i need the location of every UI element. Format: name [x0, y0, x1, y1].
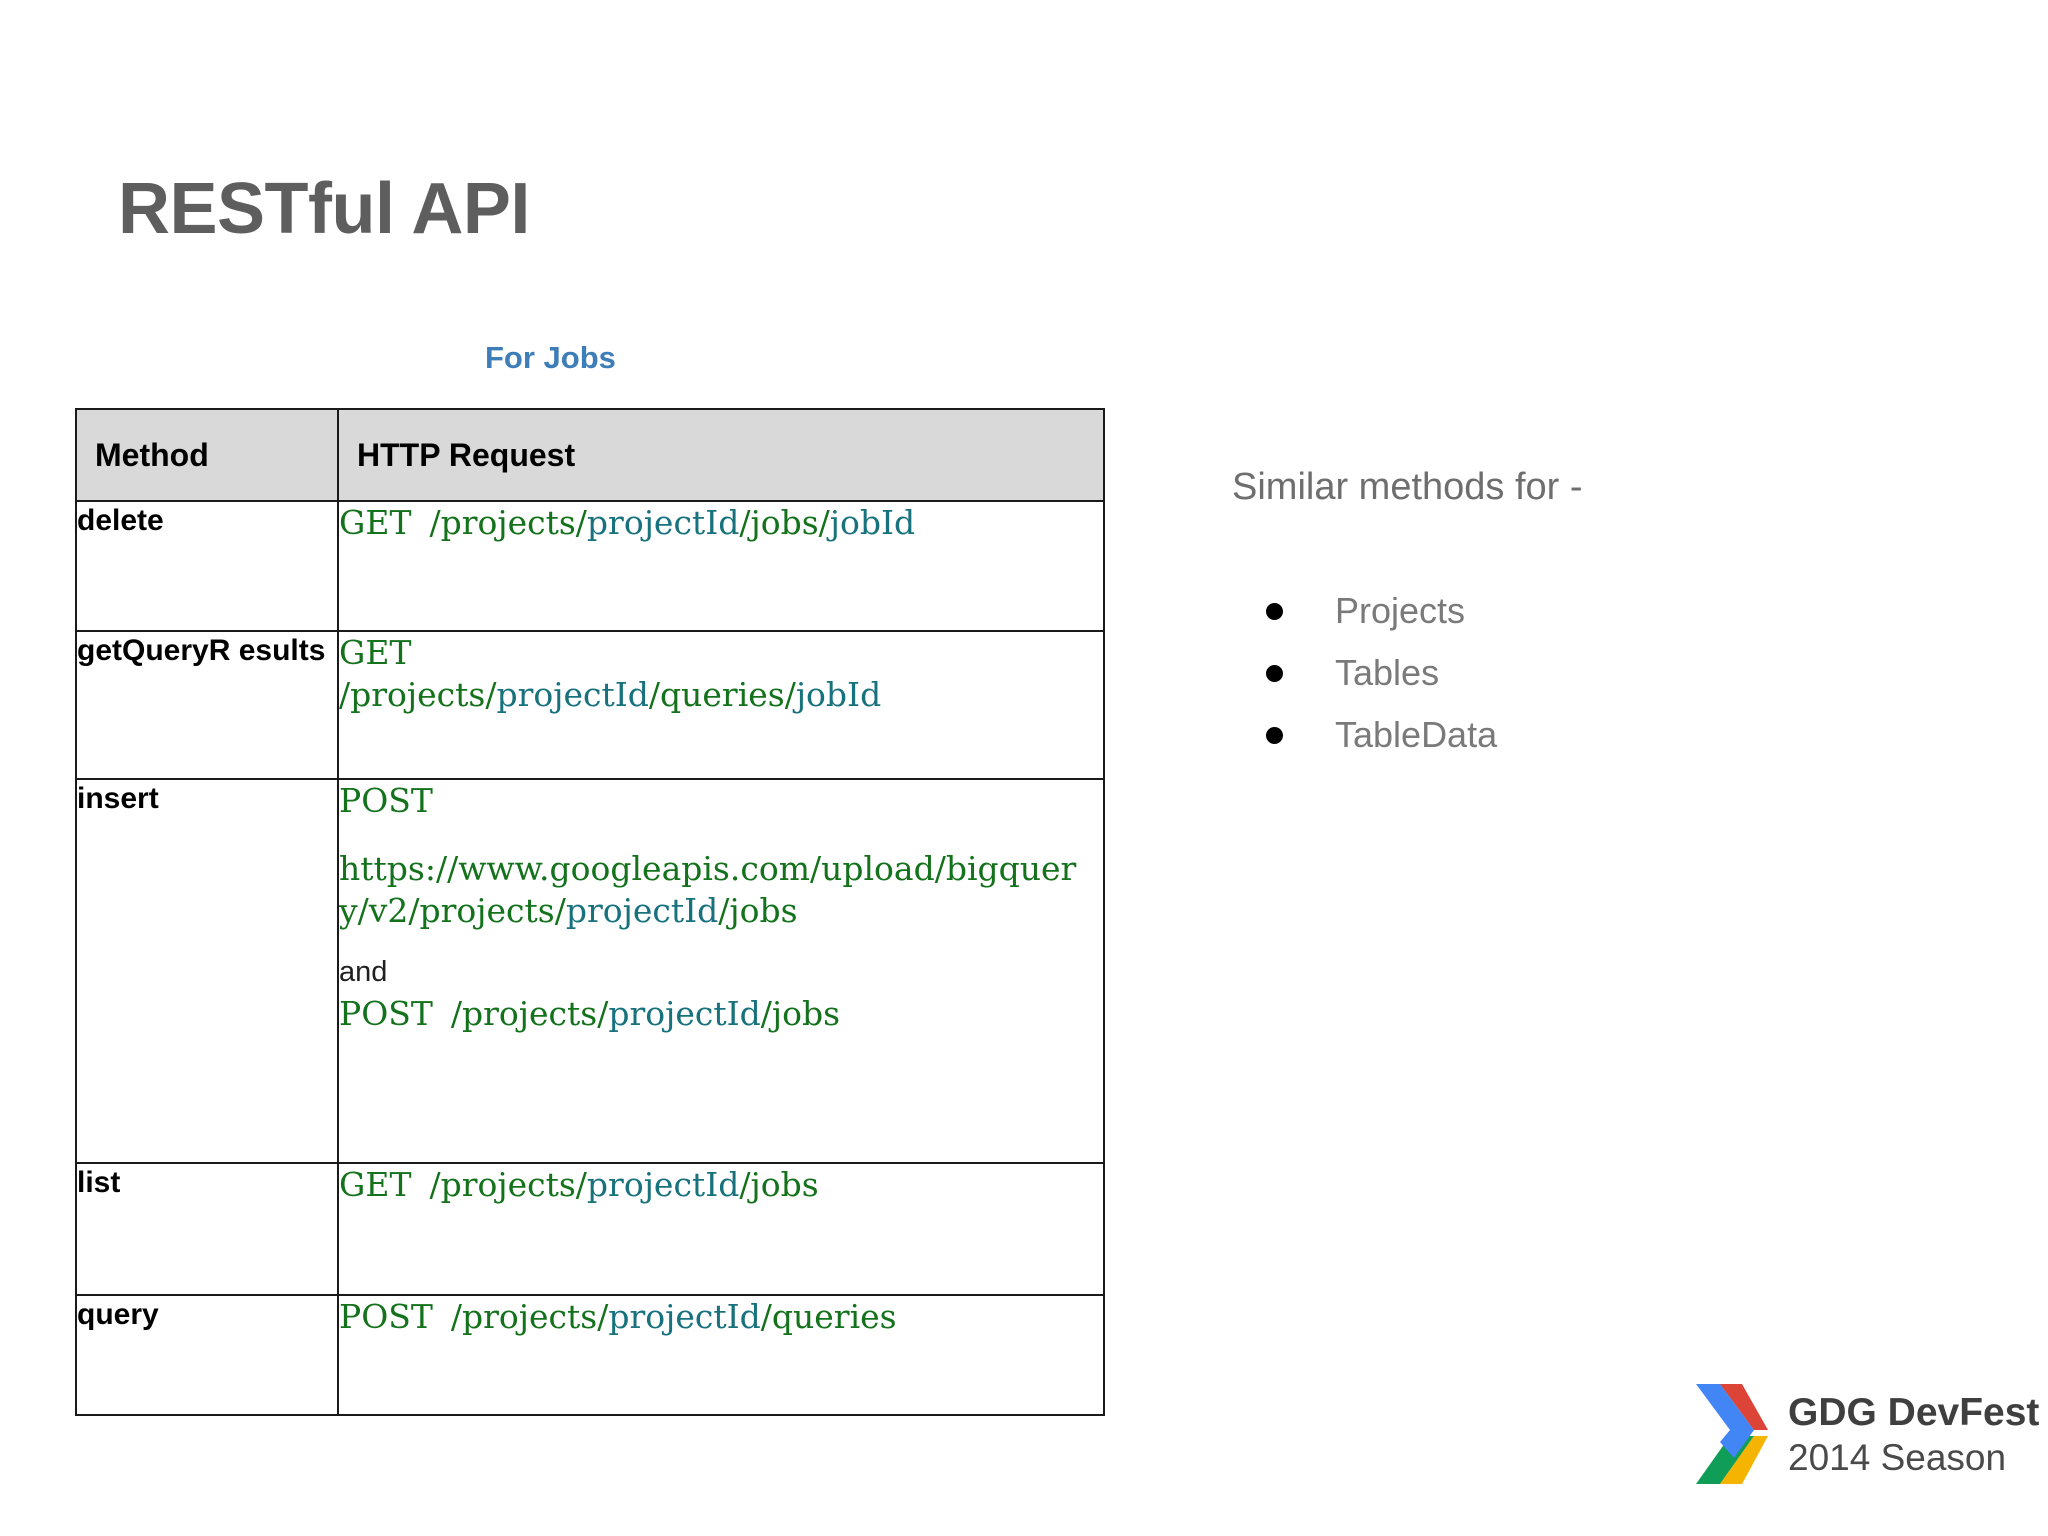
http-alt-request-line: POST/projects/projectId/jobs	[339, 993, 1103, 1035]
similar-methods-list: Projects Tables TableData	[1232, 580, 1497, 766]
list-item-label: Tables	[1335, 652, 1440, 693]
path-parameter: projectId	[586, 503, 740, 542]
http-verb-line: GET	[339, 632, 1103, 674]
method-name-cell: insert	[75, 778, 339, 1164]
path-segment: /projects/	[339, 675, 497, 715]
http-request-cell: GET/projects/projectId/jobs/jobId	[337, 500, 1105, 632]
bullet-icon	[1266, 726, 1283, 744]
method-name-cell: getQueryR esults	[75, 630, 339, 780]
path-segment: /jobs	[739, 1165, 819, 1204]
column-header-method: Method	[75, 408, 339, 502]
http-verb: GET	[339, 503, 412, 542]
bullet-icon	[1266, 602, 1283, 620]
http-request-cell: GET/projects/projectId/jobs	[337, 1162, 1105, 1296]
url-segment: /jobs	[718, 891, 798, 931]
method-name-cell: list	[75, 1162, 339, 1296]
path-parameter: projectId	[586, 1165, 740, 1204]
list-item: TableData	[1232, 704, 1497, 766]
gdg-devfest-logo: GDG DevFest 2014 Season	[1694, 1378, 2039, 1490]
column-header-method-label: Method	[95, 436, 209, 473]
path-segment: /projects/	[450, 1297, 609, 1336]
http-verb: GET	[339, 1165, 412, 1204]
path-segment: /projects/	[429, 1165, 587, 1204]
path-parameter: projectId	[608, 993, 761, 1033]
http-verb: POST	[339, 993, 433, 1033]
url-parameter: projectId	[565, 891, 719, 931]
http-verb: POST	[339, 781, 433, 820]
path-segment: /jobs	[760, 993, 841, 1033]
list-item-label: Projects	[1335, 590, 1466, 631]
column-header-http-request: HTTP Request	[337, 408, 1105, 502]
http-path-line: /projects/projectId/queries/jobId	[339, 674, 1103, 716]
table-row: query POST/projects/projectId/queries	[75, 1294, 1105, 1416]
path-segment: /queries	[760, 1297, 897, 1336]
table-row: list GET/projects/projectId/jobs	[75, 1162, 1105, 1296]
http-verb: POST	[339, 1297, 433, 1336]
path-parameter: jobId	[795, 675, 882, 715]
path-segment: /projects/	[450, 993, 609, 1033]
http-request-cell: POST/projects/projectId/queries	[337, 1294, 1105, 1416]
path-segment: /projects/	[429, 503, 587, 542]
path-segment: /jobs/	[739, 503, 830, 542]
method-name-cell: delete	[75, 500, 339, 632]
http-request-cell: GET /projects/projectId/queries/jobId	[337, 630, 1105, 780]
path-segment: /queries/	[648, 675, 796, 715]
url-segment: https://www.googleapis.com/upload/bigque…	[339, 849, 1077, 931]
conjunction-label: and	[339, 955, 388, 988]
logo-subtitle: 2014 Season	[1788, 1436, 2007, 1478]
logo-title: GDG DevFest	[1788, 1390, 2040, 1434]
list-item: Tables	[1232, 642, 1497, 704]
table-row: delete GET/projects/projectId/jobs/jobId	[75, 500, 1105, 632]
method-name-cell: query	[75, 1294, 339, 1416]
table-caption: For Jobs	[485, 340, 616, 375]
table-row: getQueryR esults GET /projects/projectId…	[75, 630, 1105, 780]
table-header-row: Method HTTP Request	[75, 408, 1105, 502]
http-verb: GET	[339, 633, 412, 672]
page-title: RESTful API	[118, 169, 530, 249]
logo-text-block: GDG DevFest 2014 Season	[1788, 1393, 2039, 1476]
path-parameter: jobId	[829, 503, 916, 542]
list-item: Projects	[1232, 580, 1497, 642]
gdg-chevron-icon	[1696, 1384, 1768, 1484]
path-parameter: projectId	[608, 1297, 761, 1336]
bullet-icon	[1266, 664, 1283, 682]
similar-methods-heading: Similar methods for -	[1232, 466, 1583, 508]
path-parameter: projectId	[496, 675, 649, 715]
http-request-cell: POST https://www.googleapis.com/upload/b…	[337, 778, 1105, 1164]
http-url-line: https://www.googleapis.com/upload/bigque…	[339, 848, 1103, 932]
api-methods-table: Method HTTP Request delete GET/projects/…	[75, 408, 1105, 1416]
table-row: insert POST https://www.googleapis.com/u…	[75, 778, 1105, 1164]
column-header-http-request-label: HTTP Request	[357, 436, 576, 473]
list-item-label: TableData	[1335, 714, 1498, 755]
http-verb-line: POST	[339, 780, 1103, 822]
conjunction-line: and	[339, 949, 1103, 991]
